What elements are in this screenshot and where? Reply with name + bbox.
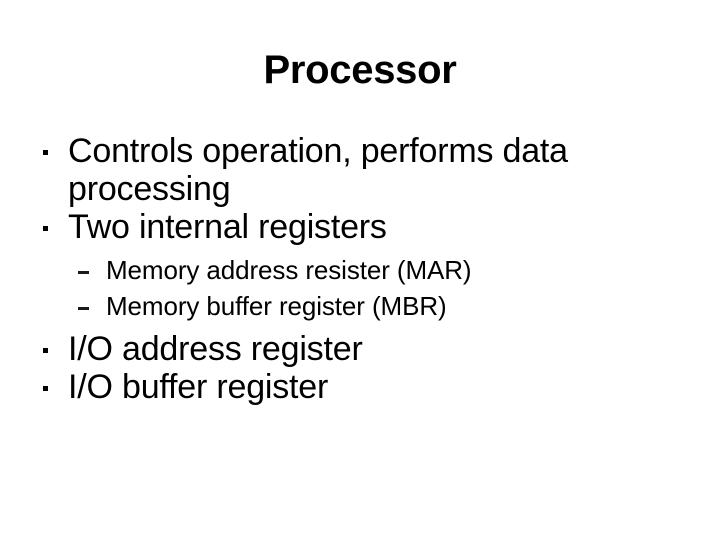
dot-bullet-icon: [43, 226, 48, 231]
dash-bullet-icon: [78, 271, 89, 274]
dot-bullet-icon: [43, 386, 48, 391]
bullet-text: Memory buffer register (MBR): [106, 291, 447, 321]
bullet-item-level2: Memory buffer register (MBR): [0, 288, 720, 324]
slide-title: Processor: [263, 48, 457, 92]
bullet-text: I/O buffer register: [68, 368, 329, 406]
bullet-text: Memory address resister (MAR): [106, 255, 472, 285]
bullet-text: Controls operation, performs data proces…: [68, 132, 568, 208]
bullet-item-level1: I/O address register: [0, 330, 720, 368]
slide-body-bullet-list: Controls operation, performs data proces…: [0, 132, 720, 406]
dot-bullet-icon: [43, 150, 48, 155]
dot-bullet-icon: [43, 348, 48, 353]
bullet-item-level1: Two internal registers: [0, 208, 720, 246]
bullet-item-level1: I/O buffer register: [0, 368, 720, 406]
dash-bullet-icon: [78, 307, 89, 310]
bullet-item-level1: Controls operation, performs data proces…: [0, 132, 720, 208]
bullet-text: Two internal registers: [68, 208, 387, 246]
bullet-item-level2: Memory address resister (MAR): [0, 252, 720, 288]
bullet-text: I/O address register: [68, 330, 363, 368]
